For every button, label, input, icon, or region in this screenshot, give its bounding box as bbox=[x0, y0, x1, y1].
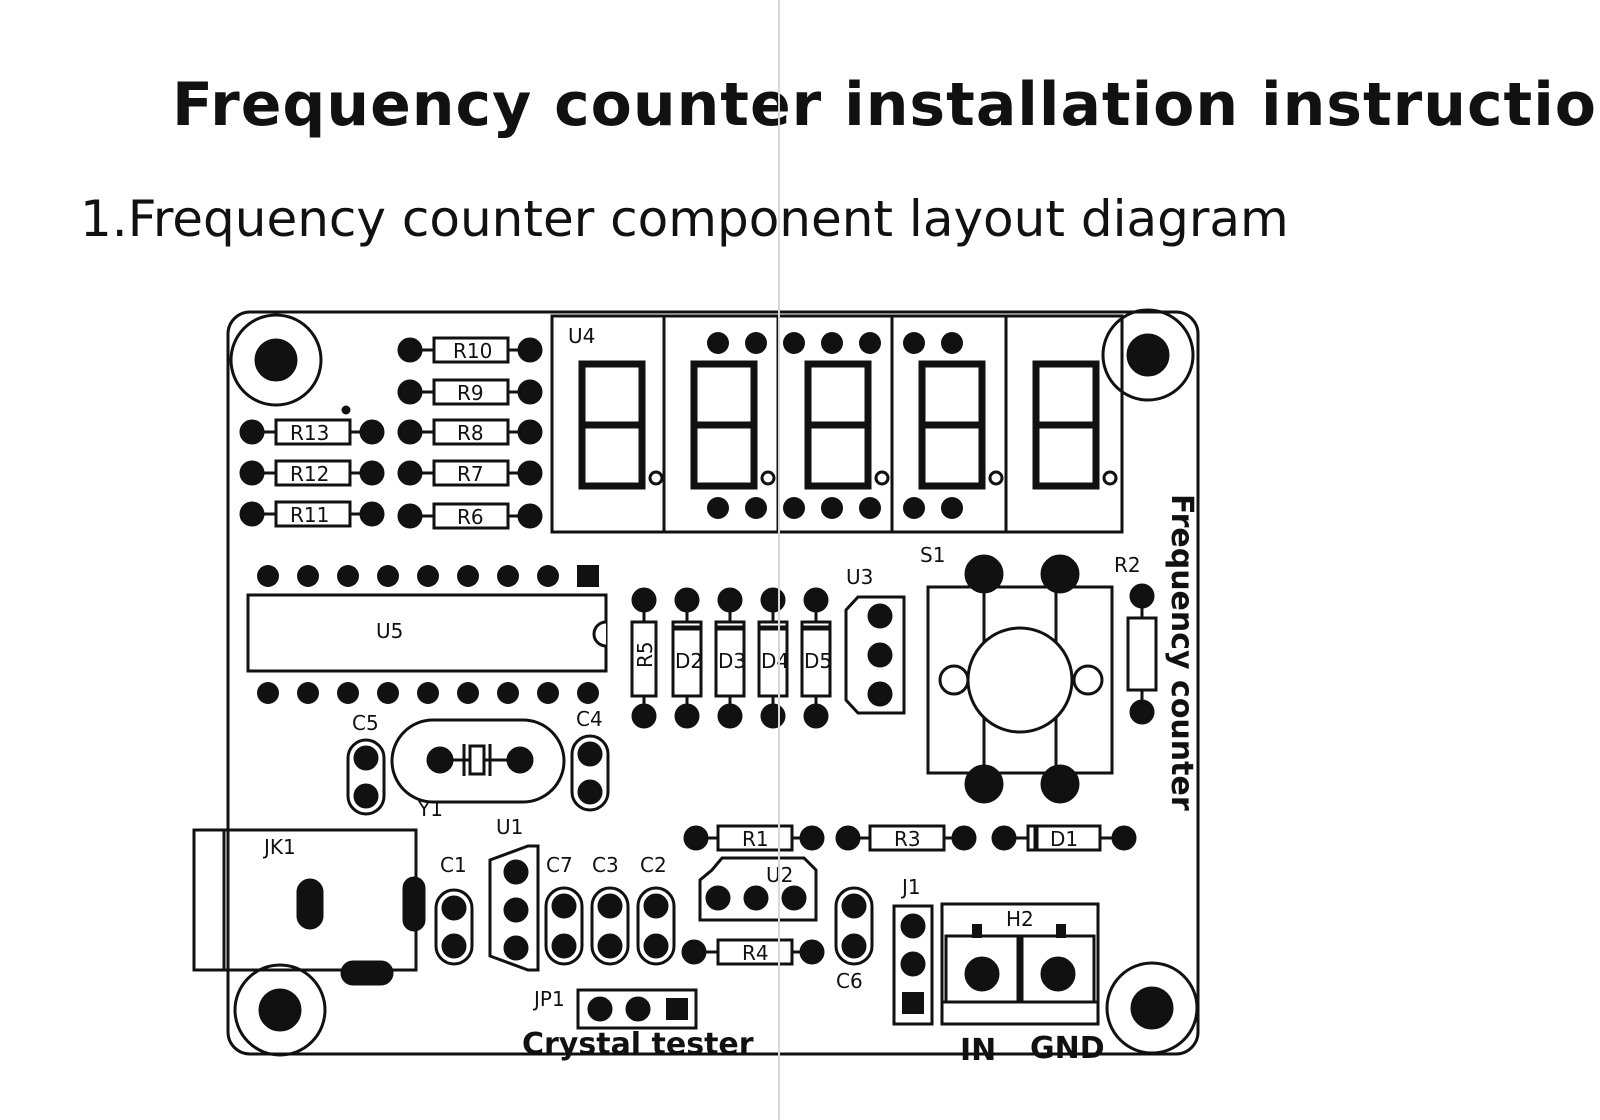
label-d4: D4 bbox=[761, 649, 789, 673]
capacitor-c1 bbox=[434, 888, 474, 966]
label-h2: H2 bbox=[1006, 907, 1034, 931]
crystal-tester-label: Crystal tester bbox=[522, 1027, 754, 1062]
label-d5: D5 bbox=[804, 649, 832, 673]
resistor-r12 bbox=[239, 459, 385, 487]
label-r6: R6 bbox=[457, 505, 484, 529]
mounting-hole bbox=[1105, 961, 1199, 1055]
label-r10: R10 bbox=[453, 339, 492, 363]
label-u3: U3 bbox=[846, 565, 873, 589]
label-r3: R3 bbox=[894, 827, 921, 851]
gnd-label: GND bbox=[1030, 1031, 1105, 1066]
label-u1: U1 bbox=[496, 815, 523, 839]
capacitor-c3 bbox=[590, 886, 630, 966]
label-c4: C4 bbox=[576, 707, 603, 731]
mounting-hole bbox=[1101, 308, 1195, 402]
resistor-r8 bbox=[397, 418, 543, 446]
label-c3: C3 bbox=[592, 853, 619, 877]
label-s1: S1 bbox=[920, 543, 945, 567]
label-r2: R2 bbox=[1114, 553, 1141, 577]
label-r4: R4 bbox=[742, 941, 769, 965]
capacitor-c2 bbox=[636, 886, 676, 966]
paper-fold-line bbox=[778, 0, 780, 1120]
section-heading: 1.Frequency counter component layout dia… bbox=[80, 190, 1289, 248]
seven-segment-display-u4 bbox=[550, 314, 1124, 534]
label-c2: C2 bbox=[640, 853, 667, 877]
capacitor-c5 bbox=[346, 738, 386, 816]
label-r12: R12 bbox=[290, 462, 329, 486]
label-r1: R1 bbox=[742, 827, 769, 851]
diode-d4 bbox=[757, 587, 789, 729]
resistor-r3 bbox=[835, 824, 977, 852]
diode-d5 bbox=[800, 587, 832, 729]
capacitor-c6 bbox=[834, 886, 874, 966]
label-r9: R9 bbox=[457, 381, 484, 405]
ic-u5 bbox=[246, 565, 608, 704]
label-c5: C5 bbox=[352, 711, 379, 735]
resistor-r10 bbox=[397, 336, 543, 364]
resistor-r13 bbox=[239, 418, 385, 446]
document-title: Frequency counter installation instructi… bbox=[172, 70, 1600, 140]
label-r7: R7 bbox=[457, 462, 484, 486]
board-name-vertical: Frequency counter bbox=[1164, 494, 1199, 811]
regulator-u1 bbox=[488, 844, 540, 972]
resistor-r11 bbox=[239, 500, 385, 528]
in-label: IN bbox=[960, 1033, 996, 1068]
label-d2: D2 bbox=[675, 649, 703, 673]
resistor-r2 bbox=[1126, 583, 1158, 725]
label-r13: R13 bbox=[290, 421, 329, 445]
capacitor-c7 bbox=[544, 886, 584, 966]
label-r11: R11 bbox=[290, 503, 329, 527]
resistor-r7 bbox=[397, 459, 543, 487]
resistor-r5 bbox=[630, 587, 658, 729]
diode-d1 bbox=[991, 824, 1137, 852]
label-d3: D3 bbox=[718, 649, 746, 673]
mounting-hole bbox=[229, 313, 323, 407]
board-outline bbox=[226, 310, 1200, 1056]
switch-s1 bbox=[926, 554, 1114, 804]
resistor-r6 bbox=[397, 502, 543, 530]
label-u5: U5 bbox=[376, 619, 403, 643]
capacitor-c4 bbox=[570, 734, 610, 812]
label-u4: U4 bbox=[568, 324, 595, 348]
regulator-u3 bbox=[844, 595, 906, 715]
label-c7: C7 bbox=[546, 853, 573, 877]
label-y1: Y1 bbox=[417, 797, 443, 821]
label-d1: D1 bbox=[1050, 827, 1078, 851]
label-c6: C6 bbox=[836, 969, 863, 993]
label-r8: R8 bbox=[457, 421, 484, 445]
silkscreen-labels: U4 R10 R9 R8 R7 R6 R13 R12 R11 U5 R5 D2 … bbox=[262, 324, 1199, 1068]
crystal-y1 bbox=[390, 718, 566, 804]
label-j1: J1 bbox=[900, 875, 921, 899]
mounting-hole bbox=[233, 963, 327, 1057]
header-jp1 bbox=[576, 988, 698, 1030]
terminal-block-h2 bbox=[940, 902, 1100, 1026]
diode-d3 bbox=[714, 587, 746, 729]
label-c1: C1 bbox=[440, 853, 467, 877]
regulator-u2 bbox=[698, 856, 818, 922]
header-j1 bbox=[892, 904, 934, 1026]
label-jk1: JK1 bbox=[262, 835, 296, 859]
label-jp1: JP1 bbox=[532, 987, 565, 1011]
diode-d2 bbox=[671, 587, 703, 729]
resistor-r9 bbox=[397, 378, 543, 406]
jack-jk1 bbox=[192, 828, 426, 986]
label-r5: R5 bbox=[633, 641, 657, 668]
